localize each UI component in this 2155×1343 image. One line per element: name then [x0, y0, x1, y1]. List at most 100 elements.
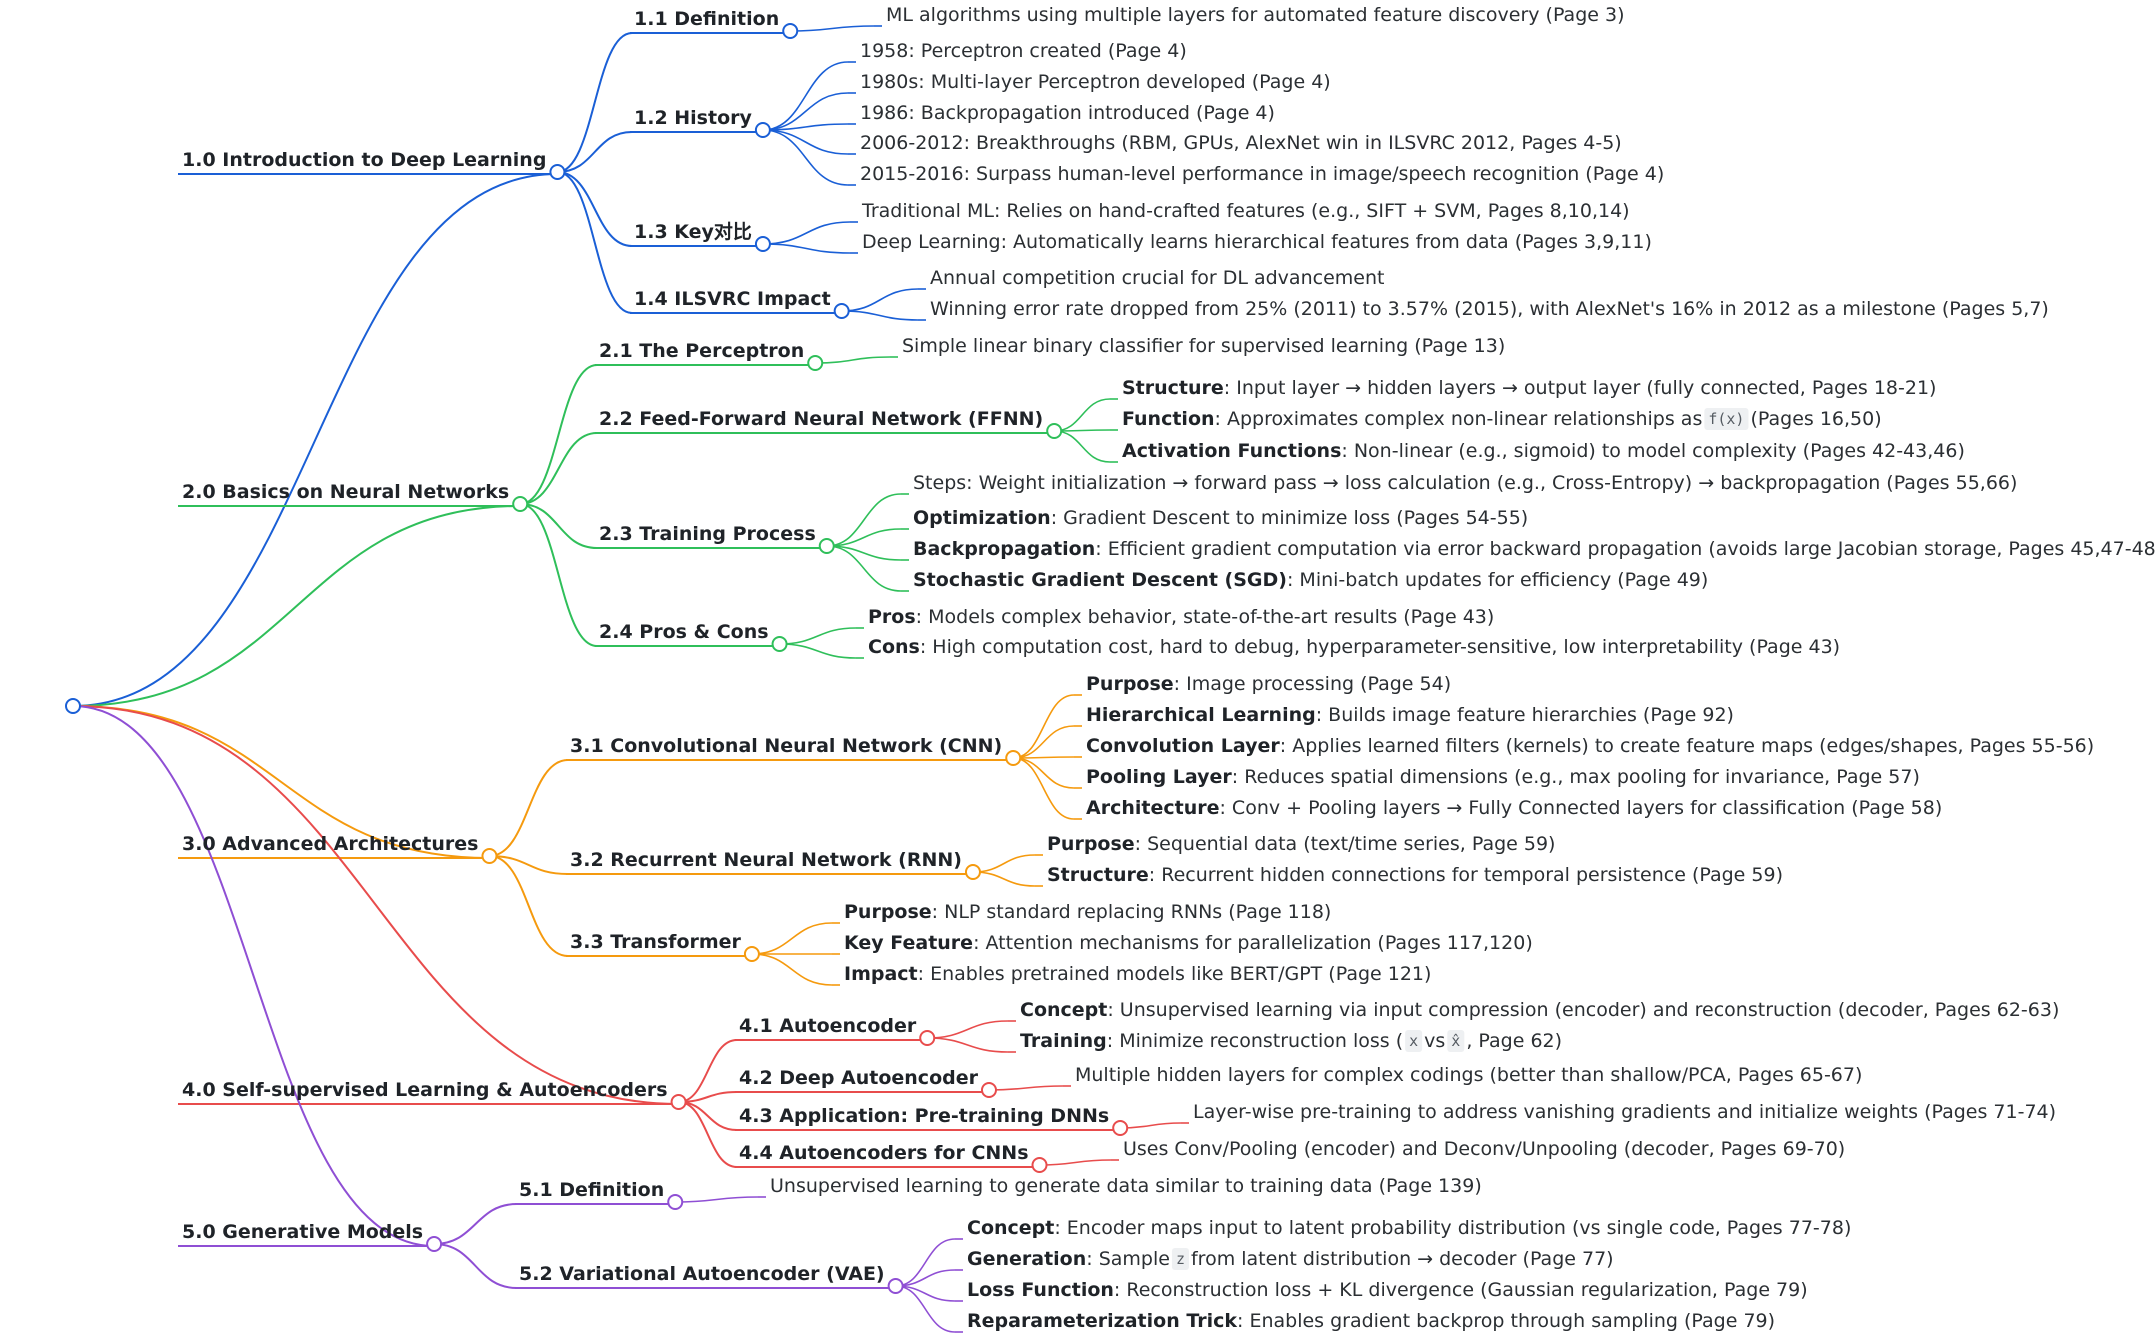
edge-sub-leaf-4-1-1	[927, 1020, 1009, 1039]
subtopic-node-5-1	[667, 1194, 684, 1210]
leaf-text-2-1-1: Simple linear binary classifier for supe…	[902, 335, 1505, 357]
edge-sub-leaf-2-3-3	[826, 545, 902, 561]
edge-sub-leaf-2-3-4	[826, 545, 902, 592]
subtopic-node-4-3	[1112, 1120, 1129, 1136]
leaf-body: : Attention mechanisms for parallelizati…	[973, 932, 1533, 954]
leaf-text-2-3-3: Backpropagation: Efficient gradient comp…	[913, 538, 2155, 560]
leaf-body: : Sequential data (text/time series, Pag…	[1135, 833, 1556, 855]
leaf-text-1-1-1: ML algorithms using multiple layers for …	[886, 4, 1625, 26]
edge-sub-leaf-1-2-3	[762, 123, 849, 131]
edge-root-branch-5	[72, 705, 435, 1247]
branch-node-5	[426, 1236, 443, 1252]
edge-sub-leaf-2-3-1	[826, 493, 902, 547]
inline-code: z	[1176, 1250, 1185, 1268]
leaf-bold-term: Reparameterization Trick	[967, 1310, 1237, 1332]
subtopic-label-1-2: 1.2 History	[634, 107, 753, 129]
leaf-text-2-4-2: Cons: High computation cost, hard to deb…	[868, 636, 1840, 658]
leaf-text-2-3-2: Optimization: Gradient Descent to minimi…	[913, 507, 1528, 529]
leaf-text-4-4-1: Uses Conv/Pooling (encoder) and Deconv/U…	[1123, 1138, 1845, 1160]
edge-branch-sub-3-3	[489, 855, 569, 957]
leaf-body: : Applies learned filters (kernels) to c…	[1280, 735, 2094, 757]
branch-label-5: 5.0 Generative Models	[182, 1221, 423, 1243]
subtopic-label-3-2: 3.2 Recurrent Neural Network (RNN)	[570, 849, 962, 871]
leaf-body: Steps: Weight initialization → forward p…	[913, 472, 2017, 494]
subtopic-label-1-3: 1.3 Key对比	[634, 220, 752, 243]
leaf-bold-term: Hierarchical Learning	[1086, 704, 1316, 726]
leaf-text-4-3-1: Layer-wise pre-training to address vanis…	[1193, 1101, 2056, 1123]
leaf-body: : Mini-batch updates for efficiency (Pag…	[1287, 569, 1708, 591]
leaf-text-2-2-1: Structure: Input layer → hidden layers →…	[1122, 377, 1936, 399]
leaf-text-3-1-3: Convolution Layer: Applies learned filte…	[1086, 735, 2094, 757]
leaf-text-1-3-2: Deep Learning: Automatically learns hier…	[862, 231, 1652, 253]
leaf-bold-term: Backpropagation	[913, 538, 1095, 560]
edge-sub-leaf-3-1-5	[1013, 757, 1075, 820]
subtopic-node-3-1	[1005, 750, 1022, 766]
edge-sub-leaf-1-1-1	[790, 25, 875, 32]
leaf-text-cont: from latent distribution → decoder (Page…	[1191, 1248, 1614, 1270]
leaf-text-1-2-5: 2015-2016: Surpass human-level performan…	[860, 163, 1664, 185]
edge-branch-sub-3-1	[489, 759, 569, 857]
leaf-body: : Encoder maps input to latent probabili…	[1054, 1217, 1851, 1239]
inline-code-bg	[1171, 1248, 1189, 1270]
branch-node-2	[512, 496, 529, 512]
edge-sub-leaf-1-4-2	[841, 310, 919, 321]
inline-code-bg	[1447, 1030, 1465, 1052]
leaf-body: : Reconstruction loss + KL divergence (G…	[1114, 1279, 1808, 1301]
edge-branch-sub-2-4	[520, 503, 598, 647]
leaf-text-3-2-2: Structure: Recurrent hidden connections …	[1047, 864, 1783, 886]
leaf-bold-term: Concept	[1020, 999, 1107, 1021]
leaf-text-5-2-1: Concept: Encoder maps input to latent pr…	[967, 1217, 1851, 1239]
edge-sub-leaf-5-2-4	[895, 1285, 956, 1333]
leaf-bold-term: Structure	[1047, 864, 1149, 886]
leaf-body: Annual competition crucial for DL advanc…	[930, 267, 1384, 289]
inline-code-bg	[1704, 408, 1749, 430]
leaf-body: : High computation cost, hard to debug, …	[920, 636, 1840, 658]
edge-sub-leaf-1-2-1	[762, 61, 849, 131]
edge-branch-sub-2-1	[520, 364, 598, 505]
subtopic-label-1-4: 1.4 ILSVRC Impact	[634, 288, 831, 310]
branch-label-2: 2.0 Basics on Neural Networks	[182, 481, 509, 503]
leaf-text-cont: vs	[1424, 1030, 1445, 1052]
leaf-text-cont: , Page 62)	[1466, 1030, 1562, 1052]
edge-sub-leaf-3-1-2	[1013, 725, 1075, 759]
subtopic-label-4-1: 4.1 Autoencoder	[739, 1015, 917, 1037]
edge-sub-leaf-1-2-5	[762, 129, 849, 186]
subtopic-node-1-3	[754, 236, 771, 252]
edge-sub-leaf-4-2-1	[988, 1085, 1064, 1091]
leaf-bold-term: Training	[1020, 1030, 1107, 1052]
leaf-body: Layer-wise pre-training to address vanis…	[1193, 1101, 2056, 1123]
leaf-text-4-2-1: Multiple hidden layers for complex codin…	[1075, 1064, 1862, 1086]
leaf-bold-term: Cons	[868, 636, 920, 658]
leaf-bold-term: Generation	[967, 1248, 1086, 1270]
leaf-body: : Recurrent hidden connections for tempo…	[1149, 864, 1783, 886]
leaf-text-2-3-1: Steps: Weight initialization → forward p…	[913, 472, 2017, 494]
edge-root-branch-1	[72, 173, 558, 707]
subtopic-label-5-1: 5.1 Definition	[519, 1179, 664, 1201]
edge-sub-leaf-2-2-3	[1054, 430, 1111, 463]
branch-label-3: 3.0 Advanced Architectures	[182, 833, 478, 855]
root-node-circle	[65, 698, 81, 714]
edge-sub-leaf-2-4-2	[779, 643, 857, 659]
subtopic-label-2-4: 2.4 Pros & Cons	[599, 621, 769, 643]
edge-sub-leaf-4-3-1	[1120, 1122, 1182, 1129]
edge-sub-leaf-4-1-2	[927, 1037, 1009, 1053]
leaf-body: 1986: Backpropagation introduced (Page 4…	[860, 102, 1275, 124]
leaf-text-5-2-4: Reparameterization Trick: Enables gradie…	[967, 1310, 1775, 1332]
edge-branch-sub-1-3	[557, 171, 633, 247]
subtopic-label-1-1: 1.1 Definition	[634, 8, 779, 30]
leaf-text-3-1-1: Purpose: Image processing (Page 54)	[1086, 673, 1451, 695]
edge-sub-leaf-3-2-1	[972, 854, 1036, 873]
leaf-text-5-2-3: Loss Function: Reconstruction loss + KL …	[967, 1279, 1808, 1301]
subtopic-node-5-2	[887, 1278, 904, 1294]
leaf-body: Multiple hidden layers for complex codin…	[1075, 1064, 1862, 1086]
leaf-bold-term: Convolution Layer	[1086, 735, 1280, 757]
leaf-body: 1958: Perceptron created (Page 4)	[860, 40, 1187, 62]
edge-branch-sub-5-2	[434, 1243, 518, 1289]
leaf-bold-term: Function	[1122, 408, 1215, 430]
leaf-text-2-2-3: Activation Functions: Non-linear (e.g., …	[1122, 440, 1965, 462]
leaf-body: : Image processing (Page 54)	[1174, 673, 1451, 695]
leaf-text-1-4-1: Annual competition crucial for DL advanc…	[930, 267, 1384, 289]
branch-label-4: 4.0 Self-supervised Learning & Autoencod…	[182, 1079, 668, 1101]
